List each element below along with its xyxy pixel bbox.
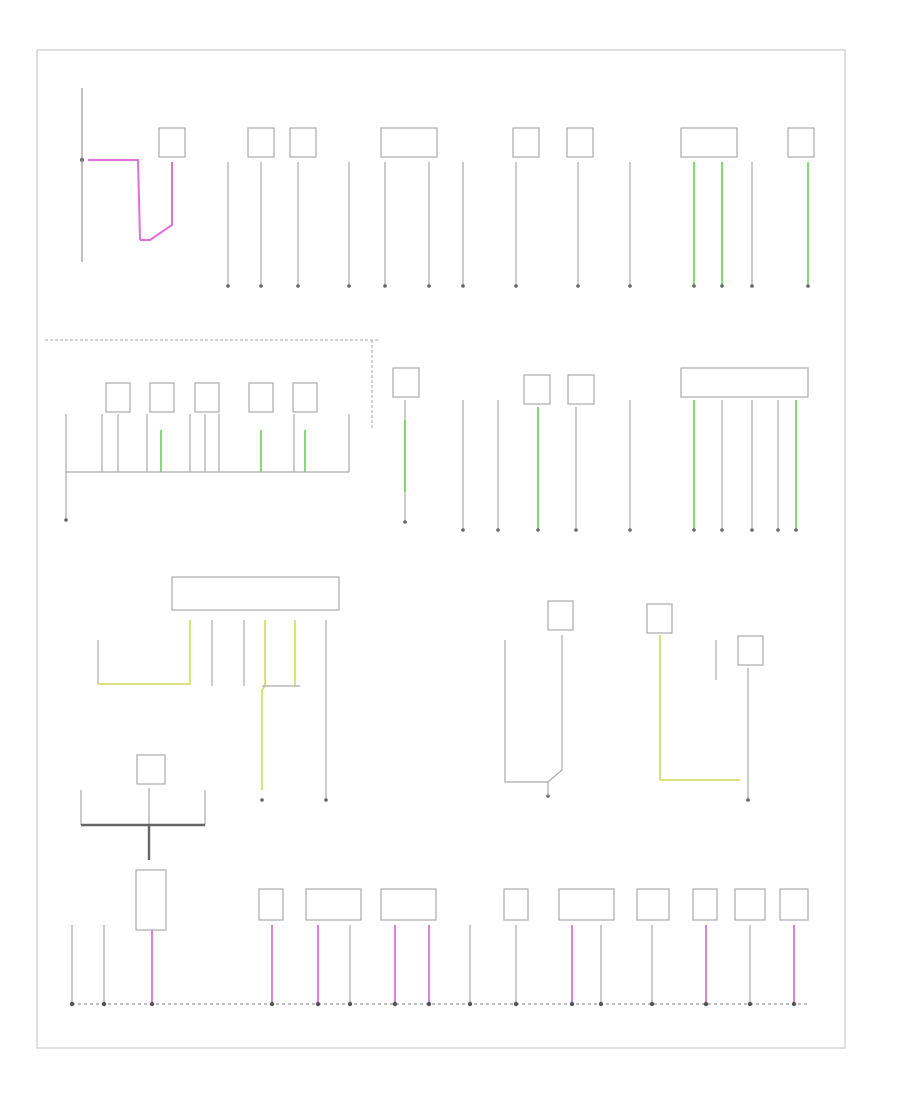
diagram-frame	[36, 49, 846, 1049]
section-2	[64, 367, 809, 532]
section-3	[80, 576, 764, 860]
section-4	[69, 869, 809, 1007]
section-1	[80, 88, 815, 288]
